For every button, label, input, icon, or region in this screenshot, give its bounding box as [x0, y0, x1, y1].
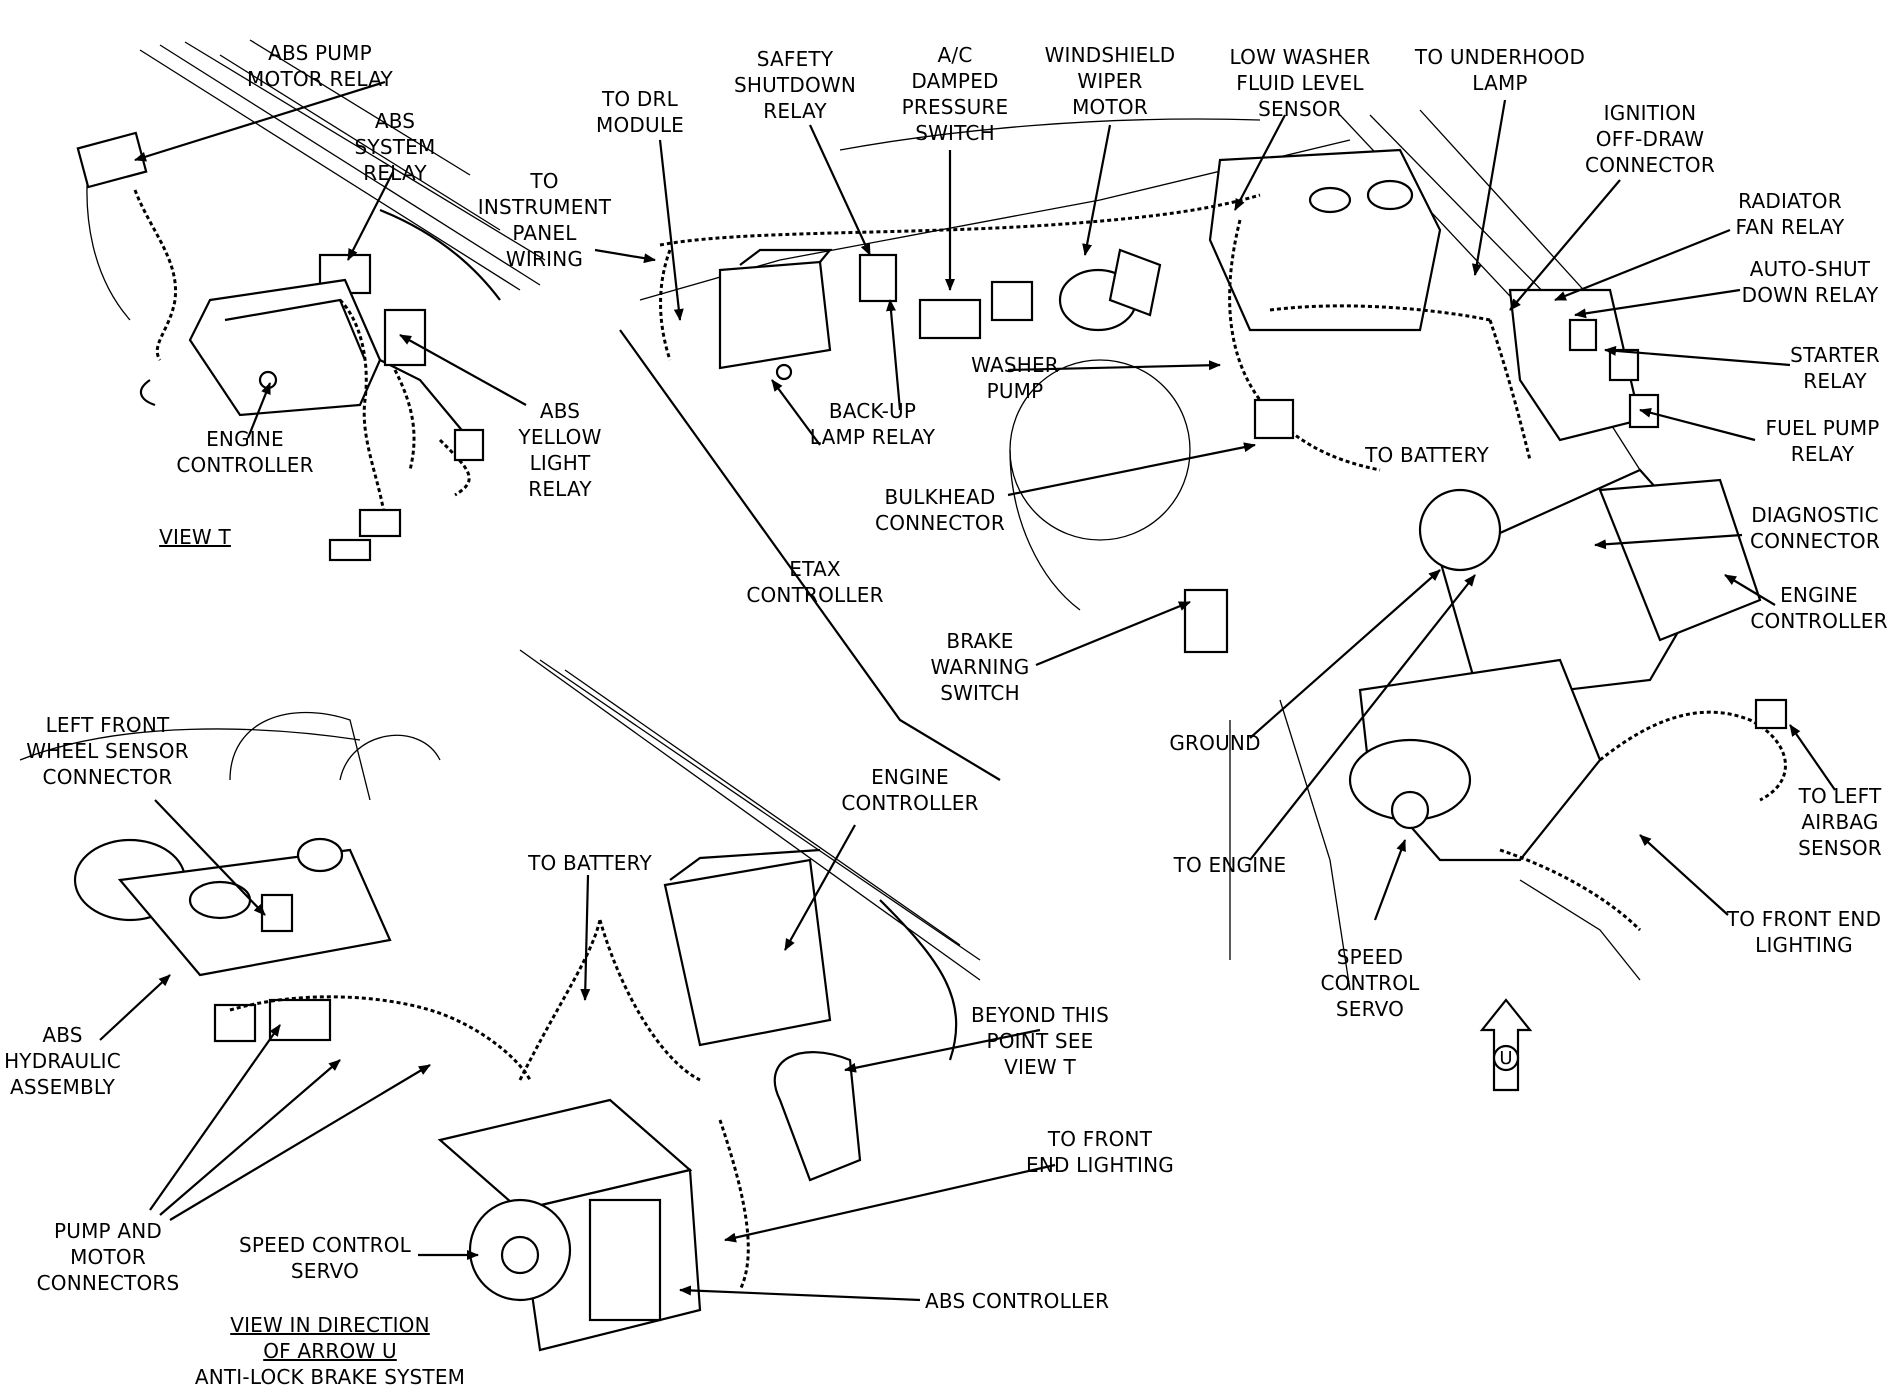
label-abs-hydraulic-assembly: ABS HYDRAULIC ASSEMBLY	[4, 1023, 121, 1099]
label-bulkhead-connector: BULKHEAD CONNECTOR	[875, 485, 1005, 535]
label-speed-control-servo-main: SPEED CONTROL SERVO	[1320, 945, 1420, 1021]
label-to-front-end-lighting-u: TO FRONT END LIGHTING	[1026, 1127, 1174, 1177]
label-diagnostic-connector: DIAGNOSTIC CONNECTOR	[1750, 503, 1880, 553]
label-washer-pump: WASHER PUMP	[971, 353, 1059, 403]
view-t-caption: VIEW T	[159, 525, 231, 549]
label-abs-controller: ABS CONTROLLER	[925, 1289, 1110, 1313]
label-engine-controller-main: ENGINE CONTROLLER	[1750, 583, 1888, 633]
label-engine-controller-t: ENGINE CONTROLLER	[176, 427, 314, 477]
label-to-front-end-lighting-main: TO FRONT END LIGHTING	[1726, 907, 1882, 957]
view-u-caption: VIEW IN DIRECTION OF ARROW U	[230, 1313, 430, 1363]
view-u-drawing	[19, 649, 981, 1352]
label-starter-relay: STARTER RELAY	[1790, 343, 1880, 393]
label-radiator-fan-relay: RADIATOR FAN RELAY	[1735, 189, 1845, 239]
label-windshield-wiper-motor: WINDSHIELD WIPER MOTOR	[1044, 43, 1176, 119]
arrow-u-letter: U	[1499, 1048, 1513, 1069]
label-to-battery-u: TO BATTERY	[528, 851, 652, 875]
label-abs-pump-motor-relay: ABS PUMP MOTOR RELAY	[247, 41, 393, 91]
label-ground: GROUND	[1169, 731, 1261, 755]
label-abs-system-relay: ABS SYSTEM RELAY	[354, 109, 436, 185]
label-to-engine: TO ENGINE	[1173, 853, 1287, 877]
label-to-instrument-panel-wiring: TO INSTRUMENT PANEL WIRING	[477, 169, 612, 271]
label-to-underhood-lamp: TO UNDERHOOD LAMP	[1414, 45, 1586, 95]
label-auto-shut-down-relay: AUTO-SHUT DOWN RELAY	[1741, 257, 1879, 307]
label-brake-warning-switch: BRAKE WARNING SWITCH	[930, 629, 1030, 705]
label-fuel-pump-relay: FUEL PUMP RELAY	[1765, 416, 1880, 466]
label-engine-controller-u: ENGINE CONTROLLER	[841, 765, 979, 815]
label-to-battery-main: TO BATTERY	[1365, 443, 1489, 467]
label-beyond-this-point-see-view-t: BEYOND THIS POINT SEE VIEW T	[971, 1003, 1109, 1079]
label-to-drl-module: TO DRL MODULE	[595, 87, 685, 137]
engine-bay-drawing	[619, 109, 1788, 991]
label-safety-shutdown-relay: SAFETY SHUTDOWN RELAY	[733, 47, 857, 123]
view-t-drawing	[76, 39, 546, 562]
label-speed-control-servo-u: SPEED CONTROL SERVO	[238, 1233, 412, 1283]
label-pump-and-motor-connectors: PUMP AND MOTOR CONNECTORS	[36, 1219, 180, 1295]
label-ac-damped-pressure-switch: A/C DAMPED PRESSURE SWITCH	[901, 43, 1009, 145]
label-low-washer-fluid-sensor: LOW WASHER FLUID LEVEL SENSOR	[1229, 45, 1371, 121]
view-u-subtitle: ANTI-LOCK BRAKE SYSTEM	[194, 1365, 466, 1389]
label-to-left-airbag-sensor: TO LEFT AIRBAG SENSOR	[1798, 784, 1882, 860]
label-back-up-lamp-relay: BACK-UP LAMP RELAY	[809, 399, 936, 449]
label-abs-yellow-light-relay: ABS YELLOW LIGHT RELAY	[518, 399, 602, 501]
label-etax-controller: ETAX CONTROLLER	[746, 557, 884, 607]
label-ignition-off-draw-connector: IGNITION OFF-DRAW CONNECTOR	[1585, 101, 1715, 177]
arrow-u-symbol	[1479, 998, 1533, 1092]
label-left-front-wheel-sensor-connector: LEFT FRONT WHEEL SENSOR CONNECTOR	[26, 713, 189, 789]
